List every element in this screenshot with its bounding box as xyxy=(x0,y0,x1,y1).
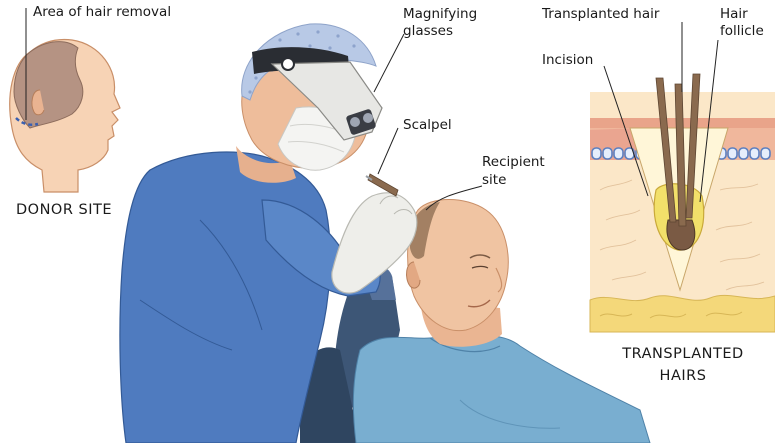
label-area-of-hair-removal: Area of hair removal xyxy=(33,4,171,21)
label-recipient-site-line1: Recipient xyxy=(482,154,545,171)
label-magnifying-glasses-line1: Magnifying xyxy=(403,6,477,23)
label-magnifying-glasses-line2: glasses xyxy=(403,23,453,40)
surgeon-glove xyxy=(332,193,417,293)
caption-transplanted-hairs-line2: HAIRS xyxy=(604,366,762,386)
caption-donor-site: DONOR SITE xyxy=(4,200,124,220)
skin-cross-section xyxy=(590,74,775,332)
label-incision: Incision xyxy=(542,52,593,69)
surgeon-scrubs xyxy=(120,152,330,443)
donor-head xyxy=(10,8,120,192)
label-transplanted-hair: Transplanted hair xyxy=(542,6,659,23)
label-recipient-site-line2: site xyxy=(482,172,506,189)
caption-transplanted-hairs-line1: TRANSPLANTED xyxy=(604,344,762,364)
label-hair-follicle-line1: Hair xyxy=(720,6,748,23)
label-scalpel: Scalpel xyxy=(403,117,452,134)
label-hair-follicle-line2: follicle xyxy=(720,23,764,40)
